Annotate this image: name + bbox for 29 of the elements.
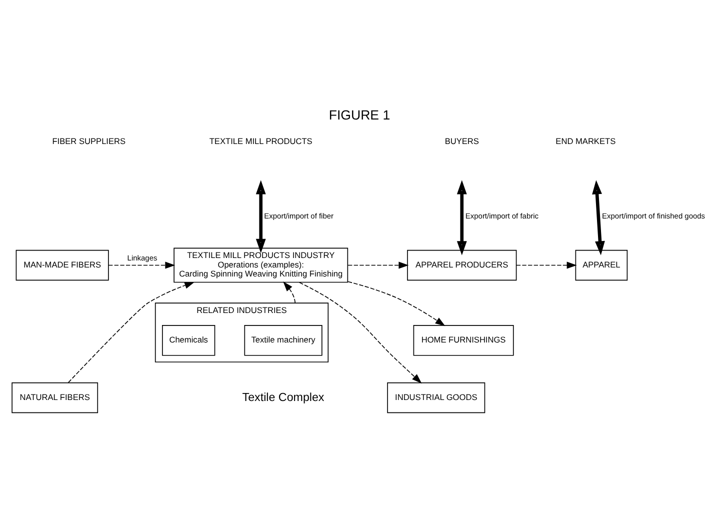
node-box: TEXTILE MILL PRODUCTS INDUSTRY Operations (examples): Carding Spinning Weaving Knitting Finishing: [174, 247, 348, 282]
node-box: APPAREL: [575, 249, 628, 280]
node-box: Textile machinery: [244, 324, 322, 356]
arrow: [516, 261, 577, 268]
arrow: [348, 261, 409, 268]
edge-label: Export/import of fiber: [264, 210, 334, 220]
edge-label: Linkages: [127, 252, 158, 262]
node-box: INDUSTRIAL GOODS: [387, 382, 486, 413]
arrow: [592, 180, 605, 255]
node-box: Chemicals: [162, 324, 216, 356]
label: END MARKETS: [556, 135, 616, 146]
arrow: [298, 282, 422, 383]
label: FIBER SUPPLIERS: [52, 135, 126, 146]
label: TEXTILE MILL PRODUCTS: [209, 135, 312, 146]
diagram-title: FIGURE 1: [328, 106, 390, 122]
edge-label: Export/import of finished goods: [602, 210, 706, 220]
caption: Textile Complex: [242, 390, 324, 404]
node-box: HOME FURNISHINGS: [413, 324, 514, 356]
node-box: MAN-MADE FIBERS: [16, 249, 109, 280]
arrow: [348, 280, 446, 326]
node-box: NATURAL FIBERS: [12, 382, 98, 413]
arrow: [68, 281, 195, 382]
arrow: [456, 180, 467, 255]
arrow: [283, 280, 296, 303]
edge-label: Export/import of fabric: [465, 210, 538, 220]
node-box: APPAREL PRODUCERS: [407, 249, 517, 280]
label: BUYERS: [444, 135, 479, 146]
arrow: [108, 261, 176, 268]
arrow: [256, 180, 266, 253]
